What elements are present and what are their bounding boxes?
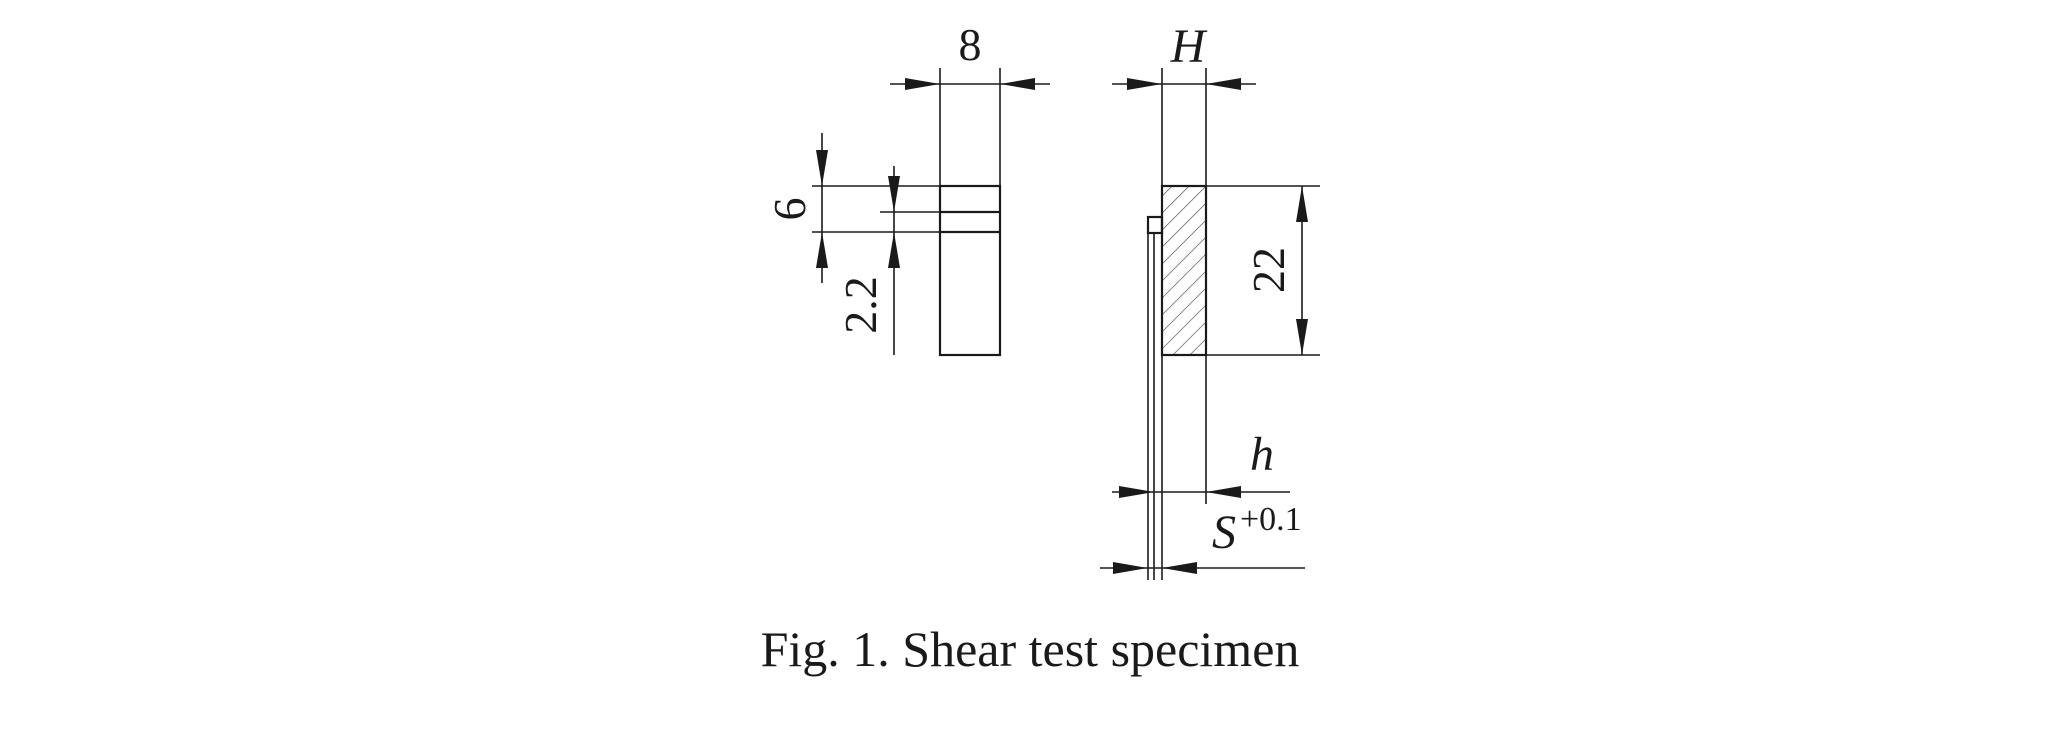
gap-label: S: [1212, 506, 1236, 559]
height-arrow-top: [1296, 186, 1308, 222]
groove-arrow-bottom: [888, 232, 900, 268]
groove-width-label: 2.2: [835, 276, 886, 334]
front-view-outline: [938, 184, 1002, 357]
front-view: 8 6 2.2: [764, 19, 1050, 357]
step-arrow-left: [1119, 486, 1154, 498]
thickness-arrow-left: [1127, 78, 1162, 90]
step-arrow-right: [1206, 486, 1241, 498]
figure-caption: Fig. 1. Shear test specimen: [761, 621, 1300, 677]
side-section: H 22 h S +0.1: [1100, 20, 1320, 580]
offset-arrow-bottom: [816, 232, 828, 268]
section-step: [1146, 215, 1164, 235]
groove-arrow-top: [888, 176, 900, 212]
width-label: 8: [959, 19, 982, 70]
height-arrow-bottom: [1296, 319, 1308, 355]
offset-label: 6: [764, 198, 815, 221]
width-arrow-right: [1000, 78, 1035, 90]
section-outline: [1160, 184, 1208, 357]
width-arrow-left: [905, 78, 940, 90]
step-label: h: [1250, 428, 1274, 481]
thickness-arrow-right: [1206, 78, 1241, 90]
height-label: 22: [1243, 247, 1294, 293]
gap-tolerance: +0.1: [1240, 501, 1302, 538]
gap-arrow-right: [1162, 562, 1197, 574]
gap-arrow-left: [1113, 562, 1148, 574]
section-hatch: [1162, 186, 1206, 355]
offset-arrow-top: [816, 150, 828, 186]
thickness-label: H: [1170, 20, 1208, 73]
